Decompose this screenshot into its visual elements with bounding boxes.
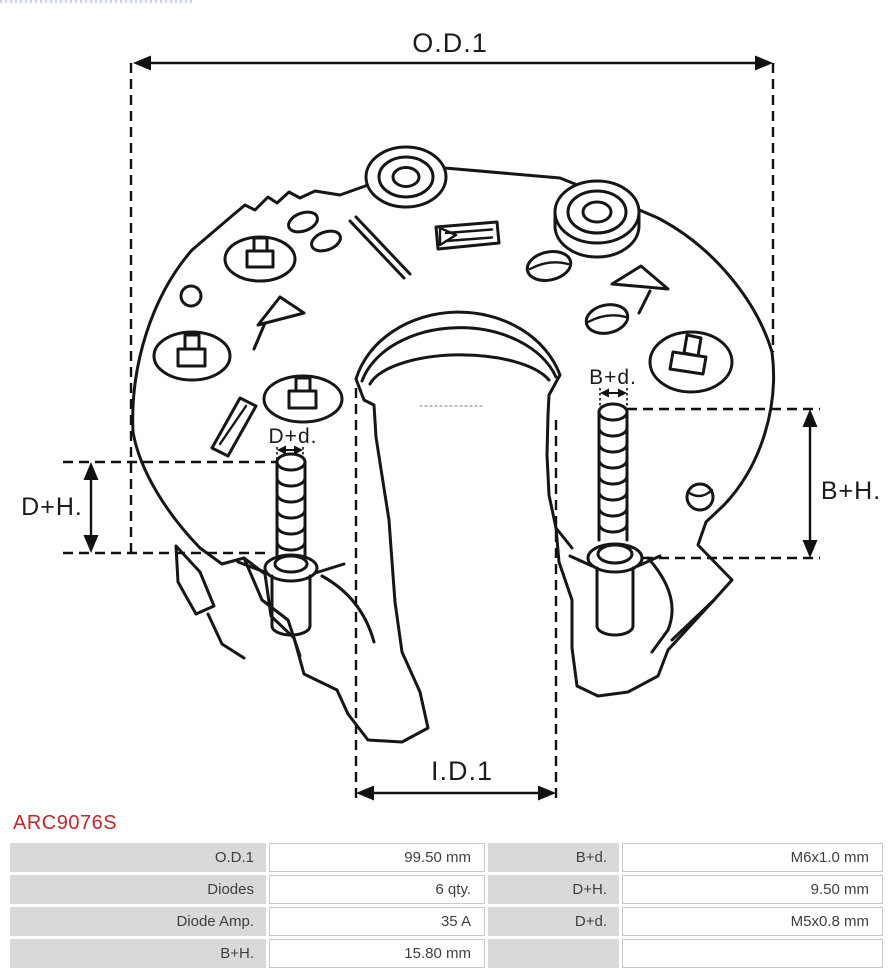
arrowhead-icon bbox=[538, 785, 556, 801]
spec-dd-label-cell: D+d. bbox=[488, 907, 619, 936]
spec-bd-value-cell: M6x1.0 mm bbox=[622, 843, 883, 872]
spec-dd-value-cell: M5x0.8 mm bbox=[622, 907, 883, 936]
terminal-slot bbox=[434, 220, 501, 251]
spec-diodes-value-cell: 6 qty. bbox=[269, 875, 485, 904]
spec-table: O.D.1 99.50 mm B+d. M6x1.0 mm Diodes 6 q… bbox=[10, 843, 883, 968]
spec-diodes-label-cell: Diodes bbox=[10, 875, 266, 904]
stud-left bbox=[263, 452, 319, 637]
dim-dh: D+H. bbox=[21, 460, 277, 555]
dim-bd: B+d. bbox=[589, 366, 637, 411]
vent-slot bbox=[210, 396, 258, 458]
arrowhead-icon bbox=[277, 445, 286, 455]
hole-ellipse-pair bbox=[179, 210, 715, 512]
right-foot-detail bbox=[554, 526, 716, 654]
od1-label: O.D.1 bbox=[412, 28, 488, 58]
bd-label: B+d. bbox=[589, 366, 637, 389]
small-hole bbox=[179, 284, 203, 308]
arrow-mark-right bbox=[610, 264, 670, 315]
arrowhead-icon bbox=[755, 55, 773, 71]
arrowhead-icon bbox=[83, 462, 99, 480]
spec-dh-value-cell: 9.50 mm bbox=[622, 875, 883, 904]
dim-dd: D+d. bbox=[269, 425, 318, 466]
dim-id1: I.D.1 bbox=[354, 388, 558, 803]
dd-label: D+d. bbox=[269, 425, 318, 448]
spec-empty-label-cell bbox=[488, 939, 619, 968]
diode-pad-1 bbox=[223, 235, 297, 283]
arrowhead-icon bbox=[802, 409, 818, 427]
boss-top-center bbox=[364, 145, 448, 209]
arrowhead-icon bbox=[133, 55, 151, 71]
diode-pad-4 bbox=[648, 330, 734, 394]
logo-strip-remnant bbox=[0, 0, 192, 3]
diode-pad-3 bbox=[262, 374, 344, 424]
diode-pad-2 bbox=[152, 330, 232, 382]
plate-edge-strip bbox=[348, 215, 412, 280]
arrowhead-icon bbox=[294, 445, 303, 455]
id1-label: I.D.1 bbox=[431, 756, 493, 786]
boss-top-right bbox=[553, 179, 641, 259]
dimension-annotations: O.D.1 I.D.1 D+H. B+H. bbox=[21, 28, 881, 803]
stud-right bbox=[586, 402, 644, 637]
arrowhead-icon bbox=[356, 785, 374, 801]
spec-od1-value-cell: 99.50 mm bbox=[269, 843, 485, 872]
spec-bh-value-cell: 15.80 mm bbox=[269, 939, 485, 968]
part-illustration bbox=[131, 145, 776, 744]
spec-bd-label-cell: B+d. bbox=[488, 843, 619, 872]
dim-od1: O.D.1 bbox=[129, 28, 775, 552]
spec-bh-label-cell: B+H. bbox=[10, 939, 266, 968]
central-collar bbox=[360, 326, 558, 407]
arrowhead-icon bbox=[83, 535, 99, 553]
dh-label: D+H. bbox=[21, 493, 83, 521]
dim-bh: B+H. bbox=[627, 407, 881, 560]
spec-dh-label-cell: D+H. bbox=[488, 875, 619, 904]
technical-drawing: O.D.1 I.D.1 D+H. B+H. bbox=[21, 28, 881, 803]
spec-od1-label-cell: O.D.1 bbox=[10, 843, 266, 872]
arrowhead-icon bbox=[600, 388, 609, 398]
spec-empty-value-cell bbox=[622, 939, 883, 968]
part-code: ARC9076S bbox=[13, 812, 118, 834]
spec-diode-amp-label-cell: Diode Amp. bbox=[10, 907, 266, 936]
bh-label: B+H. bbox=[821, 477, 881, 505]
arrow-mark-left bbox=[252, 295, 306, 351]
arrowhead-icon bbox=[618, 388, 627, 398]
arrowhead-icon bbox=[802, 540, 818, 558]
spec-diode-amp-value-cell: 35 A bbox=[269, 907, 485, 936]
